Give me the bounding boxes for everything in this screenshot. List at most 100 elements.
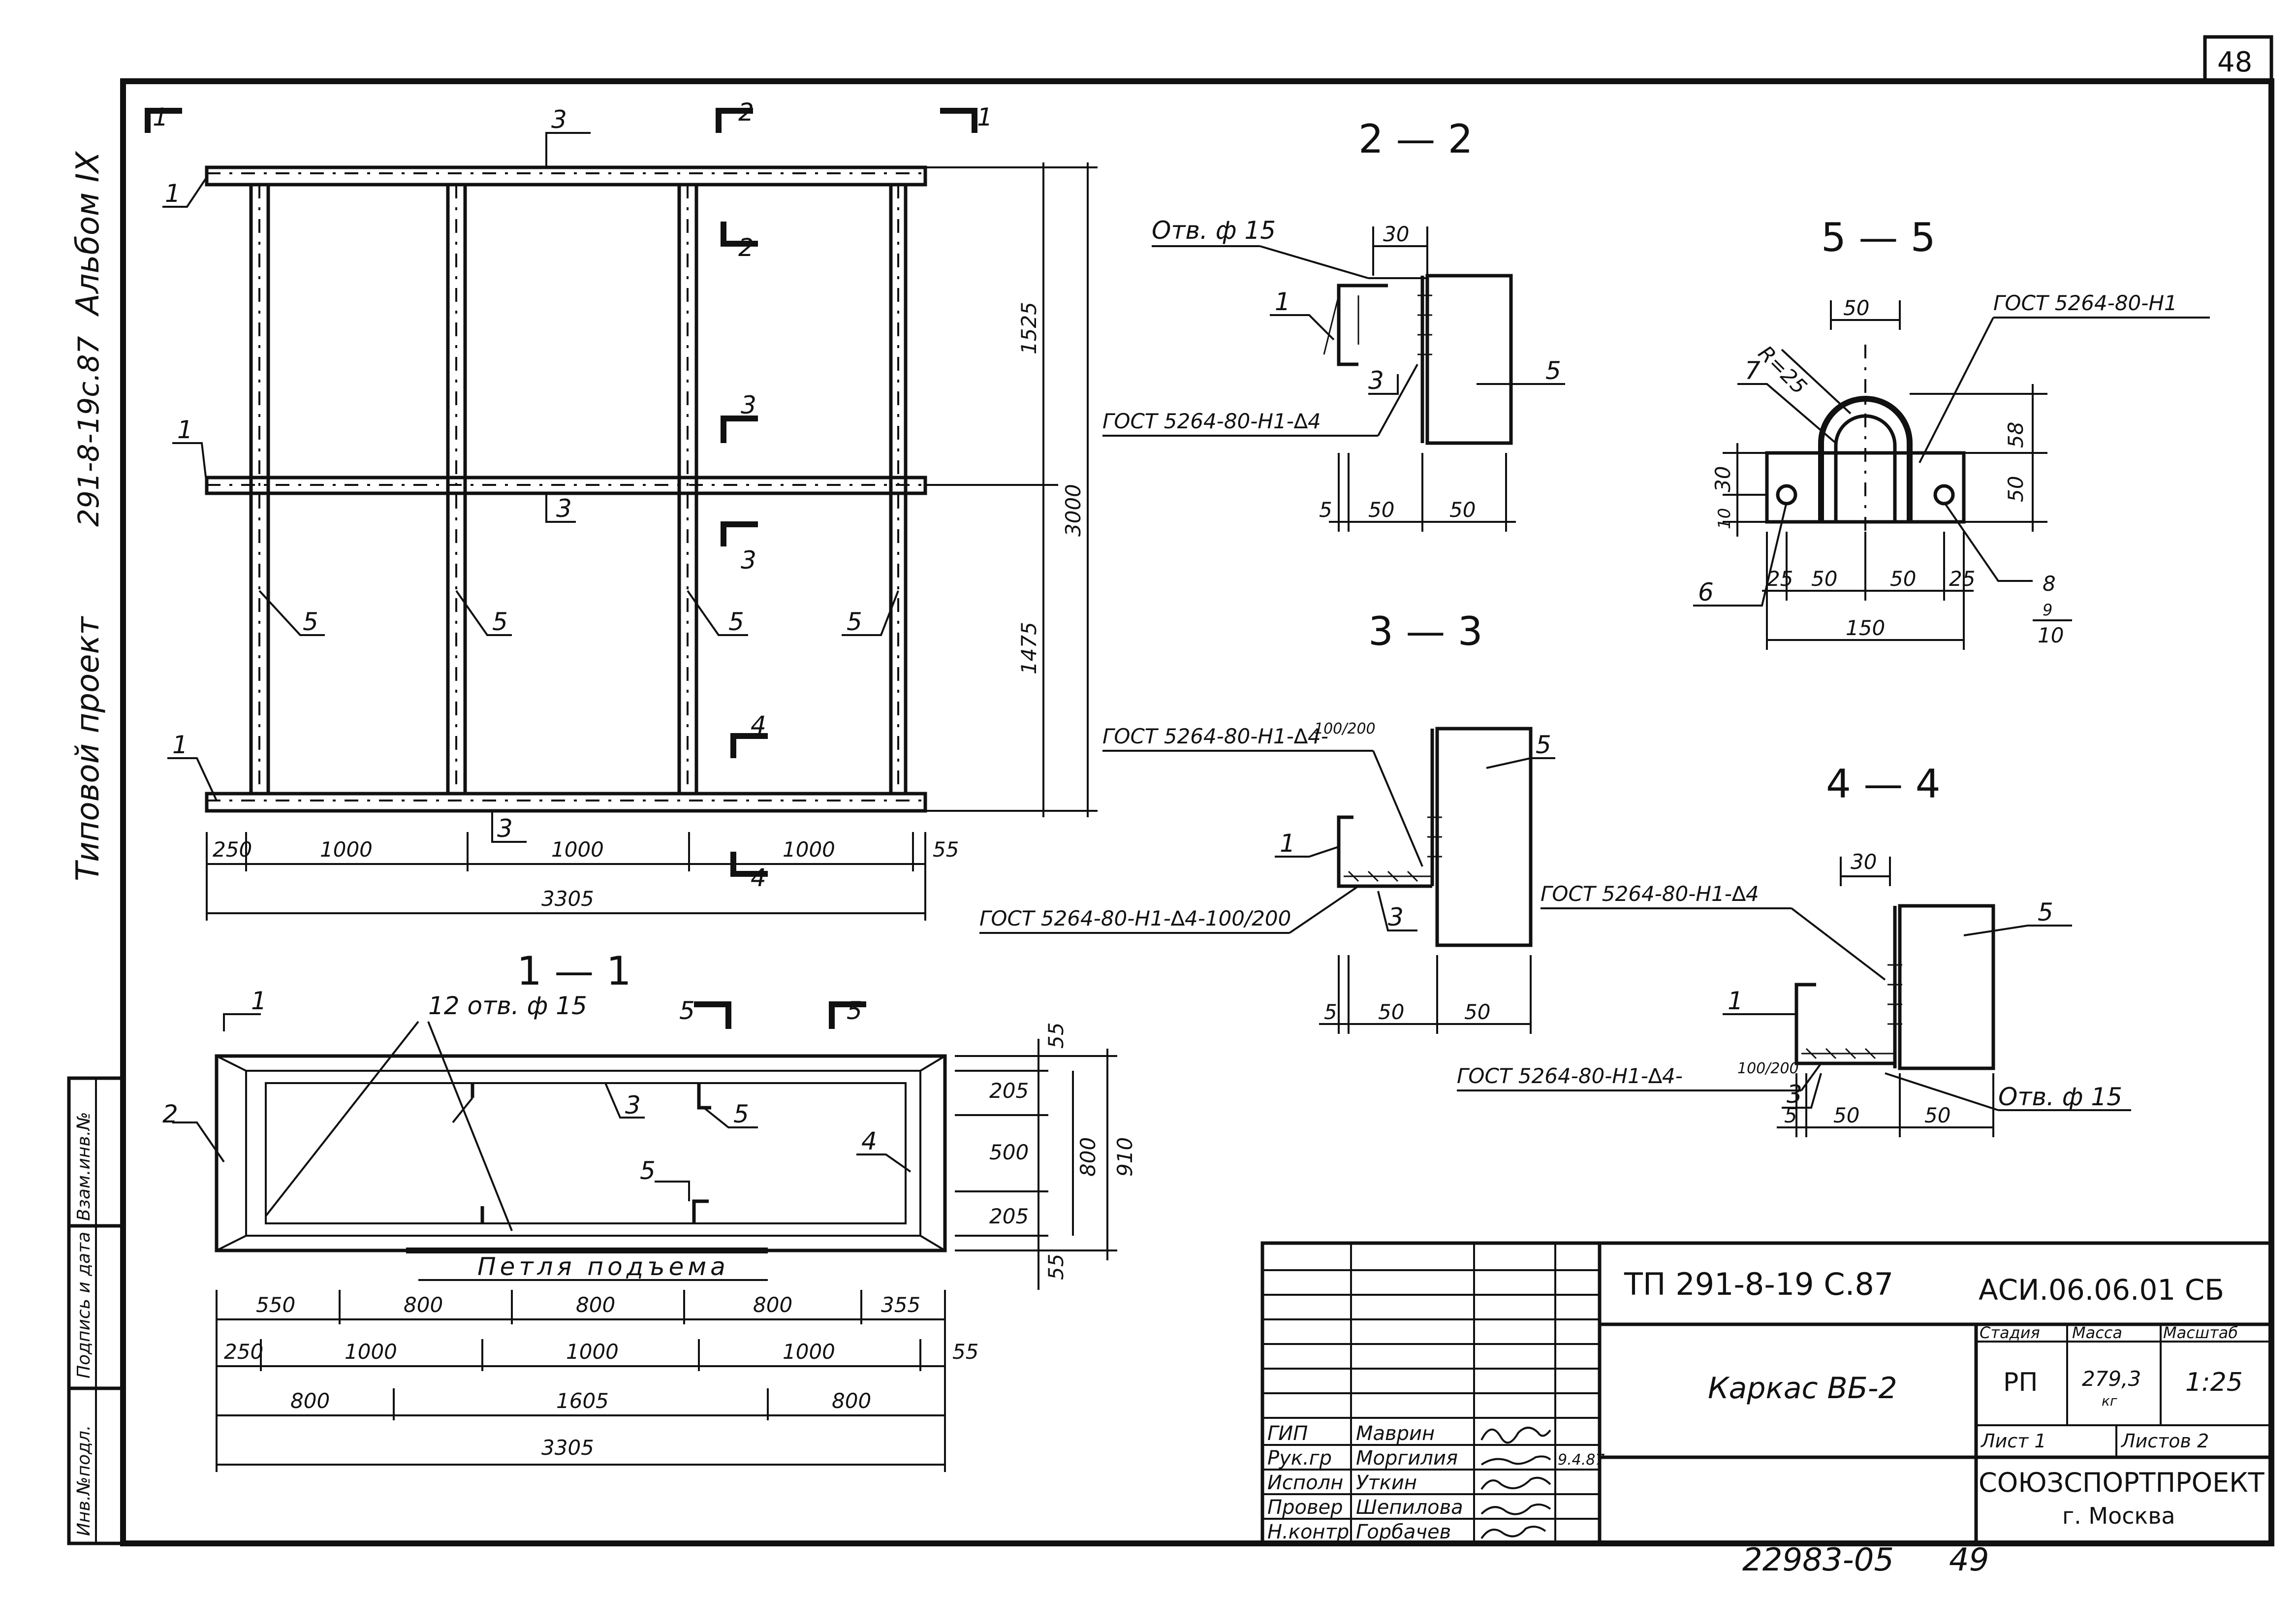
s55-dim-50-right: 50 [2004, 476, 2028, 502]
s11-dim-205-top: 205 [989, 1079, 1029, 1103]
stamp-inv-podl: Инв.№подл. [74, 1425, 94, 1536]
s11-d2-1000b: 1000 [566, 1340, 619, 1364]
s22-callout-5: 5 [1545, 356, 1561, 385]
section-5-5-title: 5 — 5 [1821, 215, 1936, 260]
tb-stage: РП [2003, 1368, 2038, 1397]
s44-gost-top: ГОСТ 5264-80-Н1-∆4 [1541, 882, 1759, 906]
section-3-3: 3 — 3 ГОСТ 5264-80-Н1-∆4- 100/200 1 3 5 … [979, 608, 1555, 1034]
s33-gost-top-frac: 100/200 [1314, 720, 1376, 737]
section-1-1: 1 — 1 1 12 отв. ф 15 5 5 2 3 5 5 5 4 П [162, 948, 1137, 1472]
s33-callout-3: 3 [1388, 903, 1404, 931]
tb-project-code: ТП 291-8-19 С.87 [1624, 1266, 1893, 1302]
s11-d2-1000c: 1000 [783, 1340, 835, 1364]
tb-role-2: Исполн [1267, 1472, 1343, 1494]
plan-callout-3-mid: 3 [556, 494, 572, 523]
plan-dim-b1: 250 [213, 837, 252, 862]
plan-section-mark-3a: 3 [741, 391, 756, 419]
section-2-2-title: 2 — 2 [1358, 116, 1473, 162]
plan-callout-5a: 5 [303, 608, 318, 636]
s55-gost: ГОСТ 5264-80-Н1 [1993, 291, 2177, 315]
s11-d2-55: 55 [952, 1340, 978, 1364]
plan-callout-5d: 5 [847, 608, 862, 636]
plan-section-mark-4b: 4 [751, 864, 766, 892]
side-title-code: 291-8-19с.87 [72, 336, 105, 527]
s11-dim-910: 910 [1113, 1137, 1137, 1177]
tb-role-3: Провер [1267, 1496, 1343, 1519]
s11-dim-total: 3305 [541, 1436, 594, 1460]
section-5-5: 5 — 5 50 R=25 7 ГОСТ 5264-80-Н1 6 8 9 10 [1693, 215, 2210, 650]
s44-callout-1: 1 [1728, 987, 1743, 1015]
side-title-project: Типовой проект [70, 616, 106, 881]
s33-dim-50b: 50 [1464, 1000, 1490, 1024]
s44-gost-bottom-frac: 100/200 [1737, 1060, 1799, 1077]
tb-sheets: Листов 2 [2120, 1430, 2209, 1452]
plan-section-mark-2b: 2 [738, 233, 754, 262]
tb-role-0: ГИП [1267, 1422, 1308, 1445]
plan-dim-upper: 1525 [1017, 302, 1041, 354]
s22-callout-1: 1 [1275, 288, 1290, 316]
s44-callout-3: 3 [1787, 1080, 1802, 1109]
s55-dim-50a: 50 [1811, 567, 1837, 591]
plan-section-mark-1a: 1 [153, 103, 168, 131]
side-title-album: Альбом IX [70, 151, 106, 317]
tb-name-1: Моргилия [1356, 1447, 1458, 1470]
s22-gost: ГОСТ 5264-80-Н1-∆4 [1102, 409, 1321, 433]
s11-dim-205-bot: 205 [989, 1204, 1029, 1228]
section-1-1-title: 1 — 1 [517, 948, 631, 994]
s22-hole: Отв. ф 15 [1152, 216, 1276, 245]
s22-callout-3: 3 [1368, 366, 1384, 395]
s11-d2-250: 250 [224, 1340, 263, 1364]
s55-dim-50-top: 50 [1843, 296, 1869, 320]
s11-mark-5b: 5 [847, 996, 862, 1025]
s11-d3-1605: 1605 [556, 1389, 609, 1413]
tb-title: Каркас ВБ-2 [1708, 1371, 1897, 1406]
tb-header-stage: Стадия [1980, 1323, 2040, 1342]
tb-name-0: Маврин [1356, 1422, 1435, 1445]
tb-doc-code: АСИ.06.06.01 СБ [1979, 1273, 2224, 1307]
sheet-number: 48 [2217, 46, 2252, 78]
s55-frac-den: 10 [2038, 623, 2064, 647]
plan-section-mark-4a: 4 [751, 711, 766, 739]
plan-dim-total-height: 3000 [1061, 484, 1085, 537]
s55-dim-30: 30 [1711, 466, 1735, 492]
plan-callout-5b: 5 [492, 608, 508, 636]
s11-dim-55-top: 55 [1044, 1023, 1068, 1049]
s55-dim-150: 150 [1846, 616, 1885, 640]
tb-sheet: Лист 1 [1980, 1430, 2046, 1452]
s11-d3-800a: 800 [290, 1389, 330, 1413]
plan-dim-b2: 1000 [320, 837, 373, 862]
stamp-column: Инв.№подл. Подпись и дата Взам.инв.№ [67, 1076, 125, 1545]
plan-callout-1-mid: 1 [177, 416, 193, 444]
plan-section-mark-3b: 3 [741, 546, 756, 575]
s44-gost-bottom: ГОСТ 5264-80-Н1-∆4- [1457, 1064, 1683, 1088]
s55-callout-6: 6 [1698, 578, 1714, 607]
plan-callout-3-bot: 3 [497, 814, 513, 843]
plan-callout-1-top: 1 [165, 179, 181, 208]
stamp-signature-date: Подпись и дата [74, 1232, 94, 1378]
s11-callout-5b: 5 [640, 1156, 656, 1185]
tb-date: 9.4.87 [1558, 1451, 1604, 1469]
s11-callout-4: 4 [861, 1127, 877, 1155]
tb-role-4: Н.контр [1267, 1521, 1349, 1543]
s55-callout-7: 7 [1745, 356, 1761, 385]
plan-view: 1 2 2 3 3 4 4 1 1 1 1 3 3 3 5 5 5 5 [145, 98, 1098, 921]
s55-dim-10: 10 [1715, 508, 1734, 529]
s55-dim-25b: 25 [1949, 567, 1975, 591]
footer-code: 22983-05 [1742, 1542, 1894, 1578]
plan-dim-b3: 1000 [551, 837, 604, 862]
tb-name-2: Уткин [1356, 1472, 1417, 1494]
s44-hole: Отв. ф 15 [1998, 1083, 2122, 1111]
s55-dim-50b: 50 [1890, 567, 1916, 591]
plan-dim-b4: 1000 [783, 837, 835, 862]
s11-callout-3: 3 [625, 1091, 641, 1120]
footer-page: 49 [1949, 1542, 1989, 1578]
s11-d3-800b: 800 [832, 1389, 871, 1413]
tb-role-1: Рук.гр [1267, 1447, 1332, 1470]
s33-callout-5: 5 [1536, 731, 1551, 759]
s11-d2-1000a: 1000 [345, 1340, 397, 1364]
s11-d1-355: 355 [881, 1293, 920, 1317]
sheet-frame: 48 [120, 35, 2274, 1546]
s11-d1-800c: 800 [753, 1293, 792, 1317]
plan-callout-1-bot: 1 [172, 731, 188, 759]
